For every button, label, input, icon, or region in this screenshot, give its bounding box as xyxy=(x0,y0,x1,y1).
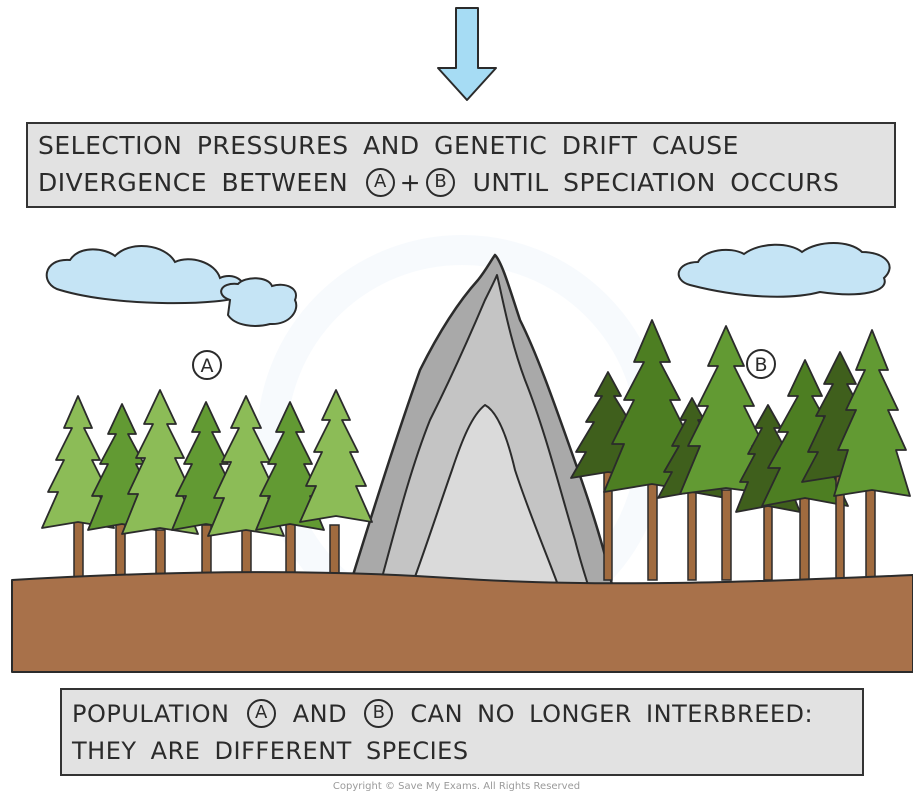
top-caption-line-1: SELECTION PRESSURES AND GENETIC DRIFT CA… xyxy=(38,131,739,161)
bottom-caption-box: POPULATION A AND B CAN NO LONGER INTERBR… xyxy=(60,688,864,776)
bottom-caption-line-1-start: POPULATION xyxy=(72,700,230,728)
top-caption-line-2-start: DIVERGENCE BETWEEN xyxy=(38,168,349,197)
top-caption-line-2-end: UNTIL SPECIATION OCCURS xyxy=(472,168,840,197)
down-arrow-icon xyxy=(437,7,497,101)
bottom-caption-and: AND xyxy=(292,700,348,728)
population-b-label: B xyxy=(746,349,776,379)
cloud-left-icon xyxy=(45,244,298,327)
top-caption-line-2: DIVERGENCE BETWEEN A+B UNTIL SPECIATION … xyxy=(38,167,840,199)
circled-label-a: A xyxy=(365,167,395,197)
ground xyxy=(11,571,913,673)
cloud-right-icon xyxy=(677,242,891,298)
population-a-trees xyxy=(41,389,373,583)
population-a-label: A xyxy=(192,350,222,380)
circled-label-b: B xyxy=(426,167,456,197)
bottom-caption-line-1: POPULATION A AND B CAN NO LONGER INTERBR… xyxy=(72,698,814,730)
circled-label-b: B xyxy=(364,698,394,728)
bottom-caption-line-2-text: THEY ARE DIFFERENT SPECIES xyxy=(72,737,469,765)
population-b-label-text: B xyxy=(754,354,767,376)
population-b-trees xyxy=(570,319,911,581)
bottom-caption-line-1-end: CAN NO LONGER INTERBREED: xyxy=(410,700,814,728)
top-caption-box: SELECTION PRESSURES AND GENETIC DRIFT CA… xyxy=(26,122,896,208)
population-a-label-text: A xyxy=(201,355,214,377)
plus-sign: + xyxy=(399,168,422,197)
mountain-barrier xyxy=(348,253,614,587)
bottom-caption-line-2: THEY ARE DIFFERENT SPECIES xyxy=(72,736,469,766)
copyright-notice: Copyright © Save My Exams. All Rights Re… xyxy=(332,781,581,792)
top-caption-line-1-text: SELECTION PRESSURES AND GENETIC DRIFT CA… xyxy=(38,131,739,160)
circled-label-a: A xyxy=(246,698,276,728)
